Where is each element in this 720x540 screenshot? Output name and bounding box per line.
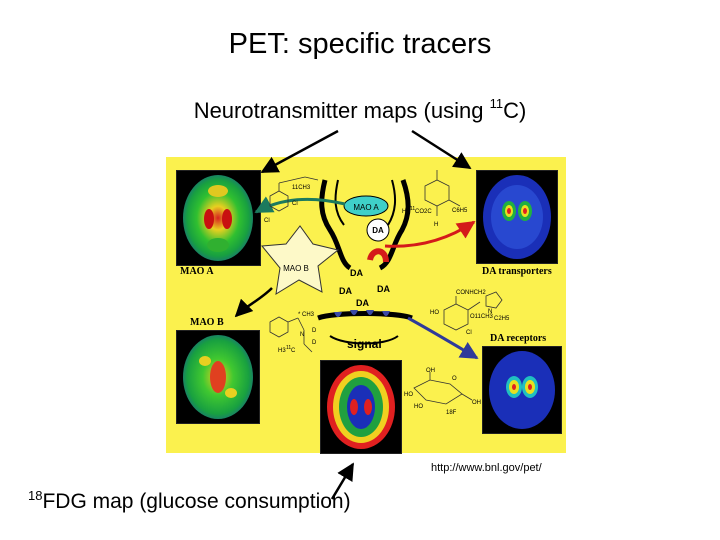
mao-a-enzyme-label: MAO A <box>353 203 379 212</box>
da-label-3: DA <box>377 284 390 294</box>
mao-b-structure-h3c: H3 <box>278 348 286 354</box>
mao-a-structure-cl1: Cl <box>292 201 298 207</box>
subtitle-text: Neurotransmitter maps (using <box>193 98 490 123</box>
dat-structure-h: H <box>434 222 438 228</box>
mao-a-tracer-structure <box>269 176 319 212</box>
mao-b-tracer-structure <box>269 316 313 353</box>
dat-structure-c11: 11 <box>410 206 415 212</box>
da-label-1: DA <box>350 268 363 278</box>
receptor-tracer-structure <box>443 291 503 331</box>
mao-a-scan <box>176 170 261 266</box>
fdg-structure <box>413 372 473 405</box>
mao-b-structure-d1: D <box>312 328 317 334</box>
da-label-4: DA <box>356 298 369 308</box>
dat-structure-c6h5: C6H5 <box>452 208 468 214</box>
fdg-brain-image <box>321 361 401 453</box>
da-label-2: DA <box>339 286 352 296</box>
mao-b-scan <box>176 330 260 424</box>
receptor-tracer-arrow <box>407 316 479 360</box>
fdg-structure-oh1: OH <box>426 368 435 374</box>
mao-b-structure-c11: 11 <box>286 345 291 351</box>
mao-b-tracer-arrow <box>234 287 273 318</box>
da-vesicle-label: DA <box>372 226 384 235</box>
receptor-structure-och: O11CH3 <box>470 314 494 320</box>
source-credit: http://www.bnl.gov/pet/ <box>431 462 542 474</box>
subtitle-suffix: C) <box>503 98 527 123</box>
mao-b-structure-c: C <box>291 348 296 354</box>
fdg-caption-text: FDG map (glucose consumption) <box>42 490 351 513</box>
mao-a-structure-methyl: 11CH3 <box>292 185 311 191</box>
fdg-isotope: 18 <box>28 488 43 503</box>
fdg-structure-o: O <box>452 376 457 382</box>
slide-title: PET: specific tracers <box>228 28 492 60</box>
mao-a-enzyme <box>343 195 389 217</box>
da-receptors-brain-image <box>483 347 561 433</box>
mao-b-brain-image <box>177 331 259 423</box>
dopamine-transporter <box>367 248 389 263</box>
da-receptors-scan-label: DA receptors <box>490 333 547 344</box>
mao-b-structure-star: * CH3 <box>298 312 315 318</box>
receptor-structure-cl: Cl <box>466 330 472 336</box>
fdg-scan <box>320 360 402 454</box>
da-vesicle <box>366 218 390 242</box>
arrow-to-da-transporters <box>411 129 472 170</box>
fdg-caption: 18FDG map (glucose consumption) <box>28 488 351 514</box>
mao-a-brain-image <box>177 171 260 265</box>
dat-structure-co2: CO2C <box>415 209 432 215</box>
receptor-structure-n: N <box>488 309 492 315</box>
da-transporters-scan-label: DA transporters <box>482 266 552 277</box>
mao-b-structure-d2: D <box>312 340 317 346</box>
da-transporters-brain-image <box>477 171 557 263</box>
fdg-structure-oh2: OH <box>472 400 481 406</box>
postsynaptic-membrane <box>317 311 413 321</box>
subtitle-isotope: 11 <box>489 96 504 111</box>
fdg-structure-ho1: HO <box>404 392 413 398</box>
mao-a-scan-label: MAO A <box>180 266 214 277</box>
mao-a-tracer-arrow <box>254 196 346 214</box>
subtitle: Neurotransmitter maps (using 11C) <box>0 96 720 124</box>
dat-tracer-arrow <box>384 220 476 248</box>
da-transporters-scan <box>476 170 558 264</box>
receptor-structure-conh: CONHCH2 <box>456 290 486 296</box>
arrow-to-mao-a <box>260 129 339 174</box>
presynaptic-inner <box>334 179 397 226</box>
da-receptors-scan <box>482 346 562 434</box>
receptor-structure-ho: HO <box>430 310 439 316</box>
mao-b-cell <box>261 225 340 295</box>
fdg-structure-ho2: HO <box>414 404 423 410</box>
signal-label: signal <box>347 337 382 351</box>
mao-b-scan-label: MAO B <box>190 317 224 328</box>
receptor-structure-c2h5: C2H5 <box>494 316 510 322</box>
dat-structure-h3c: H3 <box>402 209 410 215</box>
arrow-to-fdg-scan <box>330 462 355 500</box>
mao-b-cell-label: MAO B <box>283 264 309 273</box>
receptor-group <box>334 310 390 317</box>
mao-b-structure-n: N <box>300 332 304 338</box>
dat-tracer-structure <box>424 170 461 216</box>
mao-a-structure-cl2: Cl <box>264 218 270 224</box>
fdg-structure-f: 18F <box>446 410 457 416</box>
postsynaptic-lower <box>329 335 399 345</box>
